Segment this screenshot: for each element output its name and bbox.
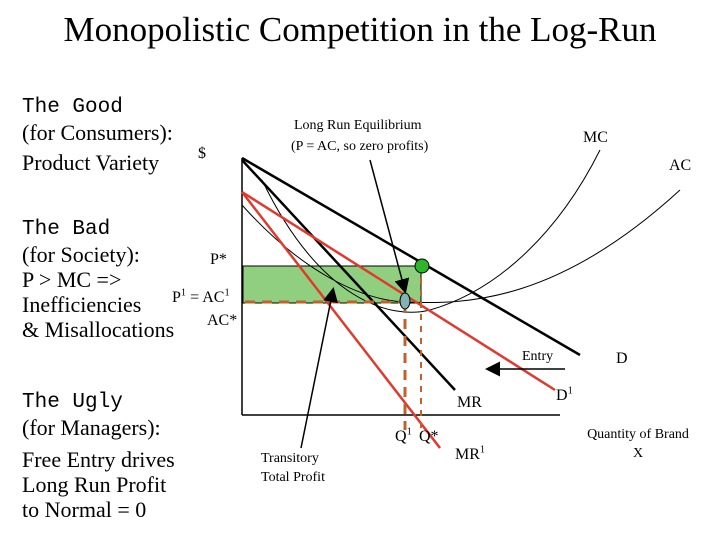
d1-label: D1	[556, 385, 573, 404]
ugly-line: (for Managers):	[22, 415, 161, 440]
ac-curve	[241, 189, 681, 304]
transitory-label-line1: Transitory	[261, 451, 319, 466]
ugly-block: The Ugly (for Managers): Free Entry driv…	[22, 390, 175, 522]
good-line: Product Variety	[22, 150, 160, 175]
ugly-line: Long Run Profit	[22, 472, 167, 497]
good-block: The Good (for Consumers): Product Variet…	[22, 95, 173, 175]
x-axis-label-line2: X	[632, 446, 644, 461]
p-star-label: P*	[210, 251, 227, 268]
dollar-label: $	[198, 145, 206, 162]
ac-label: AC	[669, 157, 692, 174]
x-axis-label-line1: Quantity of Brand	[587, 427, 689, 442]
bad-block: The Bad (for Society): P > MC => Ineffic…	[22, 217, 174, 342]
d-label: D	[616, 350, 628, 367]
q1-label: Q1	[395, 426, 412, 445]
good-line: (for Consumers):	[22, 120, 173, 145]
bad-heading: The Bad	[22, 218, 111, 241]
ugly-heading: The Ugly	[22, 391, 123, 414]
bad-line: (for Society):	[22, 242, 140, 267]
mr-label: MR	[457, 394, 482, 411]
entry-label: Entry	[522, 349, 554, 364]
bad-line: P > MC =>	[22, 267, 122, 292]
demand-curve-d	[241, 156, 581, 357]
marginal-revenue-curve-mr	[241, 159, 456, 391]
ac-star-label: AC*	[207, 312, 238, 329]
p1-ac1-label: P1 = AC1	[172, 287, 230, 306]
ugly-line: Free Entry drives	[22, 447, 175, 472]
bad-line: & Misallocations	[22, 317, 175, 342]
q-star-label: Q*	[419, 428, 439, 445]
lr-equilibrium-arrow	[369, 159, 410, 294]
marginal-revenue-curve-mr1	[241, 191, 441, 449]
transitory-profit-arrow	[300, 287, 338, 449]
lr-equilibrium-line1: Long Run Equilibrium	[294, 118, 422, 133]
mc-label: MC	[583, 129, 608, 146]
good-heading: The Good	[22, 96, 123, 119]
page-title: Monopolistic Competition in the Log-Run	[63, 10, 657, 49]
long-run-equilibrium-dot	[399, 292, 411, 310]
ugly-line: to Normal = 0	[22, 497, 147, 522]
mr1-label: MR1	[455, 444, 486, 463]
transitory-label-line2: Total Profit	[261, 470, 325, 485]
bad-line: Inefficiencies	[22, 292, 142, 317]
lr-equilibrium-line2: (P = AC, so zero profits)	[291, 139, 429, 154]
short-run-equilibrium-dot	[414, 258, 430, 274]
